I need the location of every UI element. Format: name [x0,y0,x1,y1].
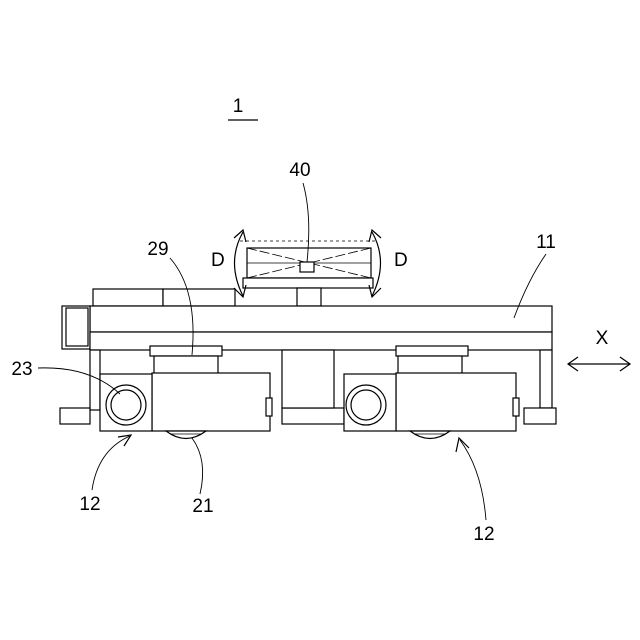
label-x: X [596,328,609,349]
label-21: 21 [192,496,213,517]
wheel-unit-12-left [100,346,272,439]
label-12-right: 12 [473,524,494,545]
label-40: 40 [289,160,310,181]
label-d-right: D [394,250,408,271]
direction-arrow-x [568,357,630,371]
figure-number: 1 [233,96,244,117]
label-23: 23 [11,359,32,380]
leader-12-left [92,436,130,490]
leader-12-right [460,440,486,520]
label-12-left: 12 [79,494,100,515]
leader-21 [192,438,203,494]
label-11: 11 [536,232,556,253]
label-29: 29 [147,239,168,260]
wheel-unit-12-right [344,346,519,439]
rotating-member-40 [240,241,378,306]
arrowhead-12-right [456,438,469,452]
label-d-left: D [211,250,225,271]
